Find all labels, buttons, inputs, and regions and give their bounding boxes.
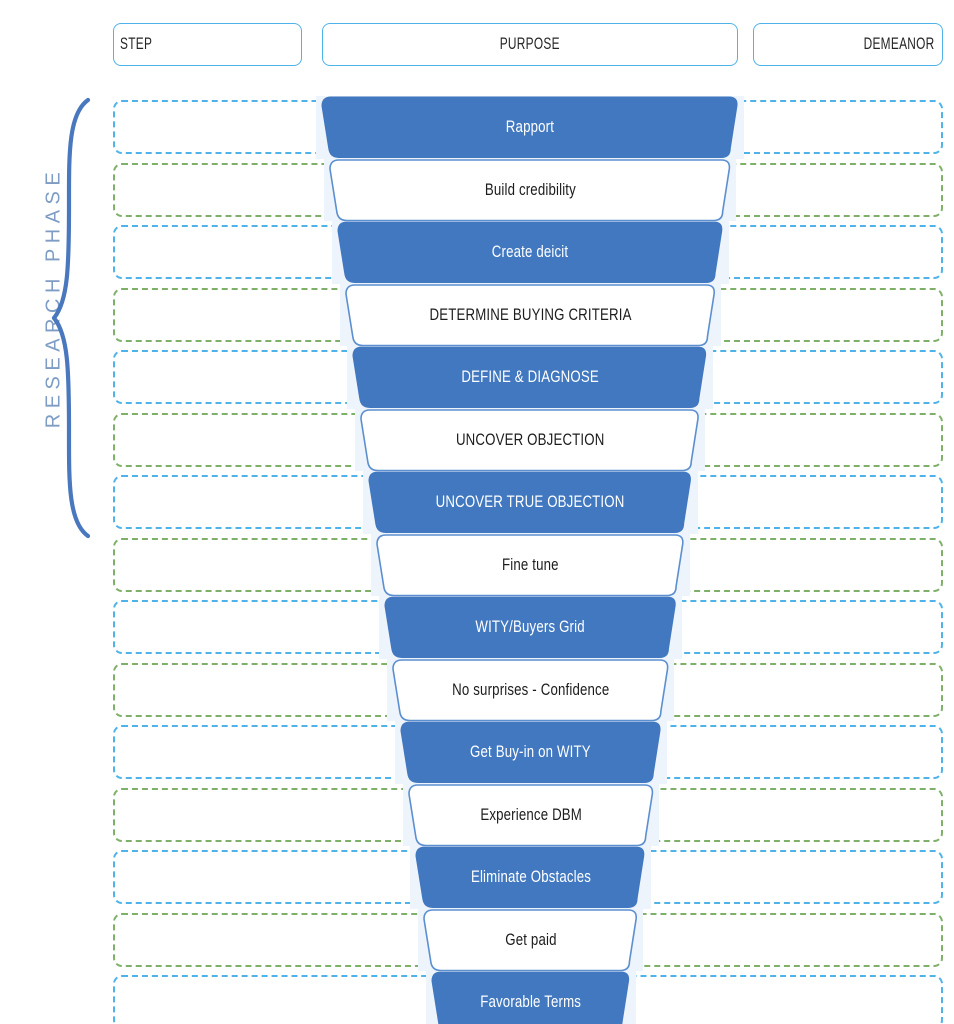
funnel-row[interactable]: Rapport <box>0 96 954 159</box>
funnel-row[interactable]: DEFINE & DIAGNOSE <box>0 346 954 409</box>
funnel-row[interactable]: Get Buy-in on WITY <box>0 721 954 784</box>
header-label-demeanor: DEMEANOR <box>864 35 935 53</box>
funnel-row[interactable]: No surprises - Confidence <box>0 658 954 722</box>
funnel-step-box[interactable]: DEFINE & DIAGNOSE <box>351 346 709 409</box>
curly-brace-icon <box>48 96 96 540</box>
funnel-step-box[interactable]: Eliminate Obstacles <box>414 846 647 909</box>
header-label-purpose: PURPOSE <box>499 35 561 53</box>
funnel-step-box[interactable]: Experience DBM <box>407 783 655 847</box>
funnel-step-box[interactable]: No surprises - Confidence <box>391 658 671 722</box>
header-row: STEP PURPOSE DEMEANOR <box>0 23 954 66</box>
funnel-step-box[interactable]: Rapport <box>320 96 740 159</box>
header-column-step[interactable]: STEP <box>113 23 302 66</box>
funnel-step-box[interactable]: UNCOVER OBJECTION <box>359 408 701 472</box>
funnel-row[interactable]: Get paid <box>0 908 954 972</box>
header-column-demeanor[interactable]: DEMEANOR <box>753 23 943 66</box>
funnel-step-box[interactable]: Get Buy-in on WITY <box>399 721 663 784</box>
funnel-row[interactable]: UNCOVER OBJECTION <box>0 408 954 472</box>
funnel-row[interactable]: Build credibility <box>0 158 954 222</box>
funnel-row[interactable]: Fine tune <box>0 533 954 597</box>
funnel-step-box[interactable]: DETERMINE BUYING CRITERIA <box>344 283 717 347</box>
funnel-step-box[interactable]: WITY/Buyers Grid <box>383 596 678 659</box>
header-column-purpose[interactable]: PURPOSE <box>322 23 738 66</box>
funnel-row[interactable]: Create deicit <box>0 221 954 284</box>
funnel-row[interactable]: UNCOVER TRUE OBJECTION <box>0 471 954 534</box>
funnel-row[interactable]: Eliminate Obstacles <box>0 846 954 909</box>
funnel-step-box[interactable]: Create deicit <box>336 221 725 284</box>
funnel-row[interactable]: Favorable Terms <box>0 971 954 1024</box>
header-label-step: STEP <box>120 35 153 53</box>
funnel-step-box[interactable]: Fine tune <box>375 533 686 597</box>
funnel-row[interactable]: WITY/Buyers Grid <box>0 596 954 659</box>
funnel-step-box[interactable]: Build credibility <box>328 158 732 222</box>
research-phase-group: RESEARCH PHASE <box>0 96 100 540</box>
funnel-row[interactable]: Experience DBM <box>0 783 954 847</box>
funnel-row[interactable]: DETERMINE BUYING CRITERIA <box>0 283 954 347</box>
funnel-step-box[interactable]: UNCOVER TRUE OBJECTION <box>367 471 693 534</box>
funnel-step-box[interactable]: Favorable Terms <box>430 971 632 1024</box>
funnel-step-box[interactable]: Get paid <box>422 908 639 972</box>
